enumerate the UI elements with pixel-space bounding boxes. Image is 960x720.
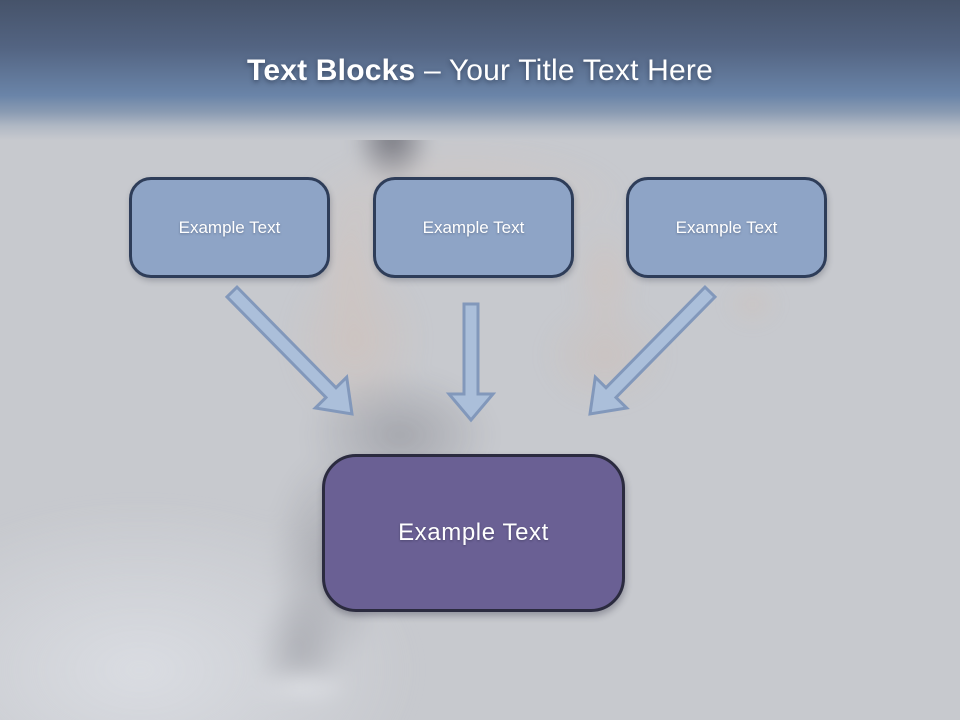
center-text-block[interactable]: Example Text (322, 454, 625, 612)
ghost-blob (725, 282, 780, 327)
center-text-block-label: Example Text (398, 519, 549, 546)
ghost-blob (540, 300, 670, 410)
title-regular-part: Your Title Text Here (448, 54, 713, 87)
text-block-2[interactable]: Example Text (373, 177, 574, 278)
text-block-3[interactable]: Example Text (626, 177, 827, 278)
text-block-1-label: Example Text (178, 217, 281, 237)
title-banner: Text Blocks – Your Title Text Here (0, 0, 960, 140)
ghost-blob (255, 668, 350, 706)
title-bold-part: Text Blocks (247, 54, 416, 87)
text-block-1[interactable]: Example Text (129, 177, 330, 278)
slide-title: Text Blocks – Your Title Text Here (0, 50, 960, 92)
text-block-3-label: Example Text (675, 217, 778, 237)
text-block-2-label: Example Text (422, 217, 525, 237)
title-separator: – (423, 54, 441, 87)
